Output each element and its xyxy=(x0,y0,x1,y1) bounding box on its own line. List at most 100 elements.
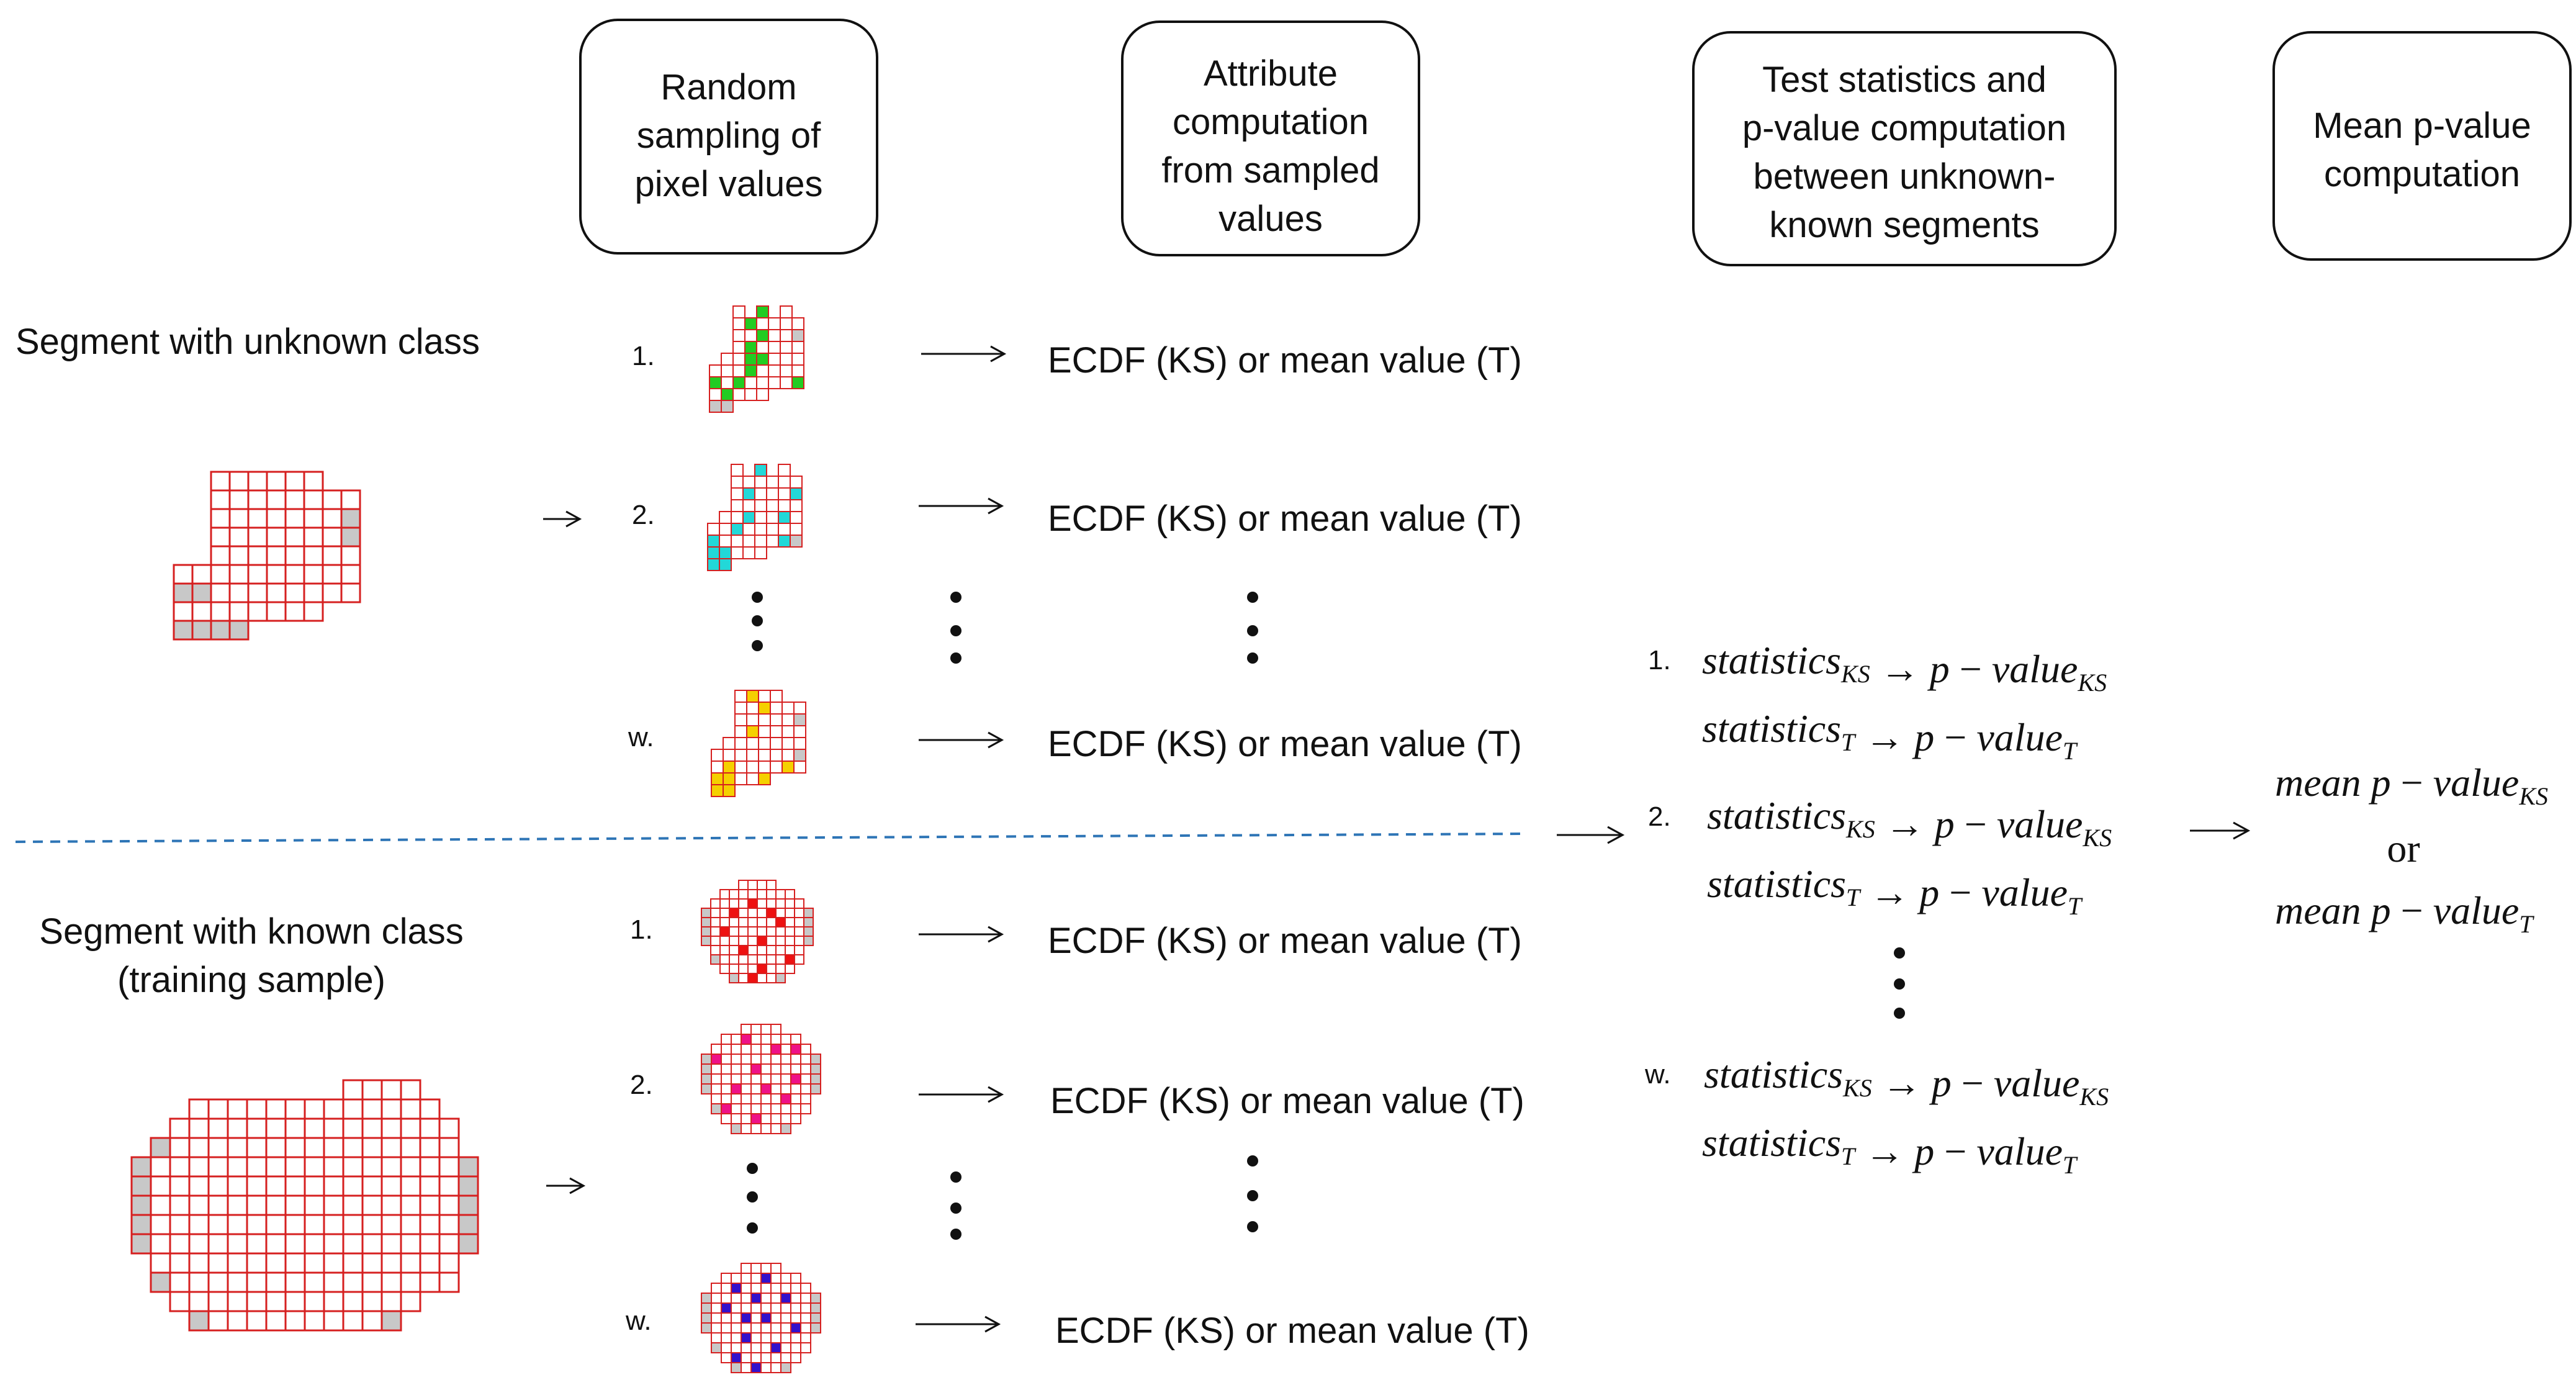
segment-pixel xyxy=(719,898,730,909)
segment-pixel xyxy=(340,582,361,603)
sampled-pixel xyxy=(709,376,722,389)
segment-pixel xyxy=(750,1322,762,1334)
segment-pixel xyxy=(780,1283,791,1294)
segment-pixel xyxy=(747,964,758,974)
segment-pixel xyxy=(723,749,736,762)
segment-pixel xyxy=(361,1233,383,1255)
segment-pixel xyxy=(741,1083,752,1094)
segment-pixel xyxy=(438,1233,460,1255)
segment-pixel xyxy=(438,1156,460,1178)
segment-pixel xyxy=(793,737,806,750)
segment-pixel xyxy=(741,1283,752,1294)
segment-pixel xyxy=(794,945,804,955)
segment-pixel xyxy=(207,1233,229,1255)
segment-pixel xyxy=(721,1332,732,1343)
segment-pixel xyxy=(265,1117,287,1139)
segment-pixel xyxy=(731,1273,742,1284)
segment-pixel xyxy=(766,535,779,548)
segment-pixel xyxy=(130,1214,152,1235)
segment-pixel xyxy=(721,1073,732,1085)
segment-pixel xyxy=(323,1233,345,1255)
segment-pixel xyxy=(361,1079,383,1101)
segment-pixel xyxy=(744,388,757,401)
segment-pixel xyxy=(707,523,720,536)
segment-pixel xyxy=(778,476,791,489)
segment-pixel xyxy=(741,1024,752,1035)
sampled-pixel xyxy=(791,376,804,389)
segment-pixel xyxy=(757,908,767,918)
segment-pixel xyxy=(710,926,721,937)
segment-pixel xyxy=(741,1113,752,1124)
segment-pixel xyxy=(770,1362,781,1373)
segment-pixel xyxy=(766,945,777,955)
segment-pixel xyxy=(228,582,250,603)
segment-pixel xyxy=(246,1175,268,1197)
segment-pixel xyxy=(304,1252,325,1274)
segment-pixel xyxy=(721,1044,732,1055)
segment-pixel xyxy=(760,1342,772,1353)
segment-pixel xyxy=(304,1137,325,1158)
segment-pixel xyxy=(770,1103,781,1114)
known-sample-1-grid xyxy=(701,880,814,983)
segment-pixel xyxy=(284,1252,306,1274)
segment-pixel xyxy=(803,908,814,918)
formula-w-t: statisticsT → p − valueT xyxy=(1702,1121,2078,1179)
segment-pixel xyxy=(746,702,759,715)
segment-pixel xyxy=(381,1117,402,1139)
segment-pixel xyxy=(228,471,250,492)
segment-pixel xyxy=(284,526,305,548)
segment-pixel xyxy=(246,1156,268,1178)
sampled-pixel xyxy=(741,1034,752,1045)
segment-pixel xyxy=(701,1083,712,1094)
segment-pixel xyxy=(188,1117,210,1139)
segment-pixel xyxy=(766,476,779,489)
segment-pixel xyxy=(400,1175,421,1197)
known-sample-w-grid xyxy=(701,1263,821,1373)
segment-pixel xyxy=(188,1156,210,1178)
sampled-pixel xyxy=(707,535,720,548)
formula-2-ks: statisticsKS → p − valueKS xyxy=(1707,793,2112,852)
ecdf-arrow-6 xyxy=(916,1316,1001,1333)
segment-pixel xyxy=(400,1156,421,1178)
segment-pixel xyxy=(207,1271,229,1293)
segment-pixel xyxy=(775,945,786,955)
segment-pixel xyxy=(770,1293,781,1304)
arrow-to-test-statistics xyxy=(1557,826,1625,844)
ecdf-arrow-1 xyxy=(921,345,1007,363)
segment-pixel xyxy=(266,526,287,548)
unknown-segment-grid xyxy=(173,471,361,641)
sampled-pixel xyxy=(766,908,777,918)
sampled-pixel xyxy=(744,364,757,377)
segment-pixel xyxy=(731,464,744,477)
segment-pixel xyxy=(750,1044,762,1055)
ecdf-text-unknown-1: ECDF (KS) or mean value (T) xyxy=(1048,340,1522,381)
segment-pixel xyxy=(228,545,250,566)
ecdf-arrow-5 xyxy=(919,1086,1004,1103)
segment-pixel xyxy=(701,1312,712,1324)
segment-pixel xyxy=(719,964,730,974)
segment-pixel xyxy=(810,1083,821,1094)
unknown-segment-pixels xyxy=(173,471,361,641)
segment-pixel xyxy=(770,713,783,726)
segment-pixel xyxy=(340,545,361,566)
segment-pixel xyxy=(719,936,730,946)
segment-pixel xyxy=(766,898,777,909)
segment-pixel xyxy=(247,489,268,510)
sampled-pixel xyxy=(738,945,749,955)
segment-pixel xyxy=(766,880,777,890)
segment-pixel xyxy=(793,713,806,726)
segment-pixel xyxy=(438,1137,460,1158)
segment-pixel xyxy=(770,737,783,750)
segment-pixel xyxy=(780,341,793,354)
segment-pixel xyxy=(266,508,287,529)
segment-pixel xyxy=(800,1044,811,1055)
segment-pixel xyxy=(780,1322,791,1334)
segment-pixel xyxy=(758,749,771,762)
segment-pixel xyxy=(284,1271,306,1293)
header-attribute-computation: Attribute computation from sampled value… xyxy=(1121,20,1420,256)
segment-pixel xyxy=(729,917,739,927)
segment-pixel xyxy=(741,1103,752,1114)
known-sample-2-grid xyxy=(701,1024,821,1134)
segment-pixel xyxy=(770,1024,781,1035)
segment-pixel xyxy=(766,926,777,937)
